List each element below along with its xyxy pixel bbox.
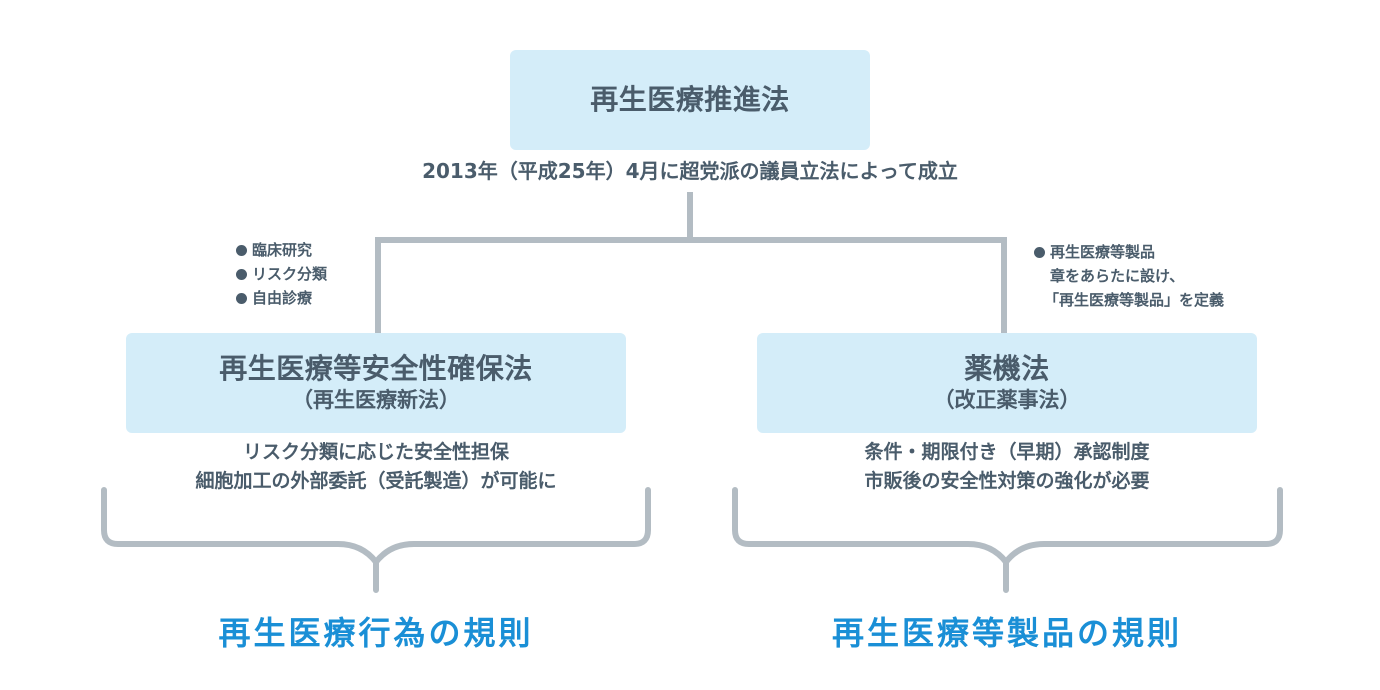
pmd-act-box: 薬機法 （改正薬事法） bbox=[757, 333, 1257, 433]
safety-act-description: リスク分類に応じた安全性担保 細胞加工の外部委託（受託製造）が可能に bbox=[126, 438, 626, 496]
note-text: 自由診療 bbox=[252, 289, 313, 307]
note-item: 自由診療 bbox=[236, 286, 327, 310]
safety-act-box: 再生医療等安全性確保法 （再生医療新法） bbox=[126, 333, 626, 433]
note-continuation: 章をあらたに設け、 bbox=[1050, 267, 1185, 285]
description-line: 市販後の安全性対策の強化が必要 bbox=[864, 470, 1150, 492]
note-text: リスク分類 bbox=[252, 265, 328, 283]
description-line: 条件・期限付き（早期）承認制度 bbox=[864, 441, 1150, 463]
left-bracket bbox=[101, 487, 651, 593]
promotion-act-box: 再生医療推進法 bbox=[510, 50, 870, 150]
pmd-act-subtitle: （改正薬事法） bbox=[933, 388, 1081, 412]
note-text: 臨床研究 bbox=[252, 241, 313, 259]
bullet-icon bbox=[236, 268, 247, 280]
tree-connector bbox=[375, 192, 1007, 333]
note-text: 再生医療等製品 bbox=[1050, 243, 1156, 261]
bullet-icon bbox=[236, 292, 247, 304]
pmd-act-title: 薬機法 bbox=[964, 352, 1050, 385]
description-line: リスク分類に応じた安全性担保 bbox=[242, 441, 509, 463]
note-item: リスク分類 bbox=[236, 262, 327, 286]
safety-act-title: 再生医療等安全性確保法 bbox=[219, 352, 533, 385]
product-rules-label: 再生医療等製品の規則 bbox=[831, 614, 1182, 652]
right-bracket bbox=[732, 487, 1283, 593]
left-notes: 臨床研究 リスク分類 自由診療 bbox=[236, 238, 327, 310]
description-line: 細胞加工の外部委託（受託製造）が可能に bbox=[195, 470, 557, 492]
medical-practice-rules-label: 再生医療行為の規則 bbox=[218, 614, 534, 652]
safety-act-subtitle: （再生医療新法） bbox=[292, 388, 460, 412]
right-notes: 再生医療等製品 章をあらたに設け、 「再生医療等製品」を定義 bbox=[1034, 240, 1224, 312]
enactment-caption: 2013年（平成25年）4月に超党派の議員立法によって成立 bbox=[422, 159, 958, 183]
note-item: 再生医療等製品 bbox=[1034, 240, 1224, 264]
bullet-icon bbox=[1034, 246, 1045, 258]
promotion-act-title: 再生医療推進法 bbox=[590, 83, 790, 116]
note-item: 臨床研究 bbox=[236, 238, 327, 262]
note-continuation: 「再生医療等製品」を定義 bbox=[1044, 291, 1225, 309]
bullet-icon bbox=[236, 244, 247, 256]
pmd-act-description: 条件・期限付き（早期）承認制度 市販後の安全性対策の強化が必要 bbox=[757, 438, 1257, 496]
